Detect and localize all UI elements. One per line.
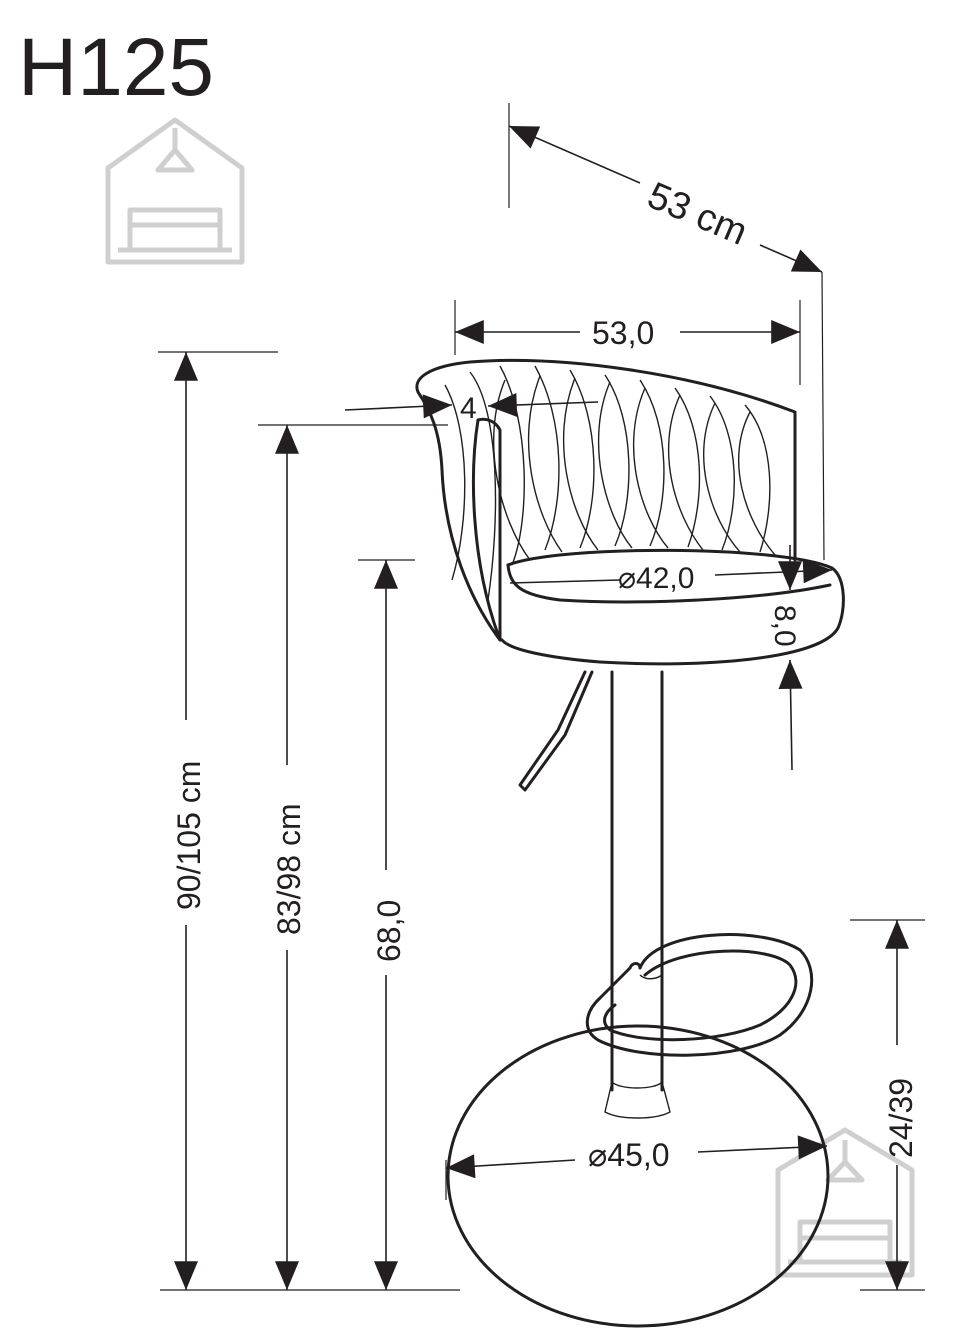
- depth-label: 53 cm: [641, 175, 753, 254]
- footrest-height-label: 24/39: [883, 1078, 919, 1158]
- seat-height-label: 68,0: [371, 900, 407, 962]
- width-dimension: 53,0: [454, 300, 801, 385]
- width-label: 53,0: [592, 315, 654, 351]
- backrest-height-dimension: 83/98 cm: [258, 424, 448, 1290]
- backrest-thickness-label: 4: [460, 392, 477, 425]
- base-diameter-label: ⌀45,0: [588, 1137, 670, 1173]
- total-height-label: 90/105 cm: [171, 761, 207, 910]
- bar-stool-outline: [415, 358, 845, 1328]
- backrest-thickness-dimension: 4: [344, 392, 599, 425]
- total-height-dimension: 90/105 cm: [158, 351, 460, 1291]
- seat-diameter-dimension: ⌀42,0: [509, 559, 833, 595]
- product-code-title: H125: [18, 22, 214, 113]
- seat-thickness-dimension: 8,0: [768, 545, 803, 771]
- base-diameter-dimension: ⌀45,0: [445, 1135, 828, 1200]
- seat-diameter-label: ⌀42,0: [618, 562, 694, 595]
- footrest-height-dimension: 24/39: [850, 919, 925, 1291]
- seat-height-dimension: 68,0: [358, 559, 415, 1290]
- home-furniture-logo-icon: [105, 117, 245, 265]
- backrest-height-label: 83/98 cm: [271, 803, 307, 935]
- seat-thickness-label: 8,0: [768, 605, 801, 647]
